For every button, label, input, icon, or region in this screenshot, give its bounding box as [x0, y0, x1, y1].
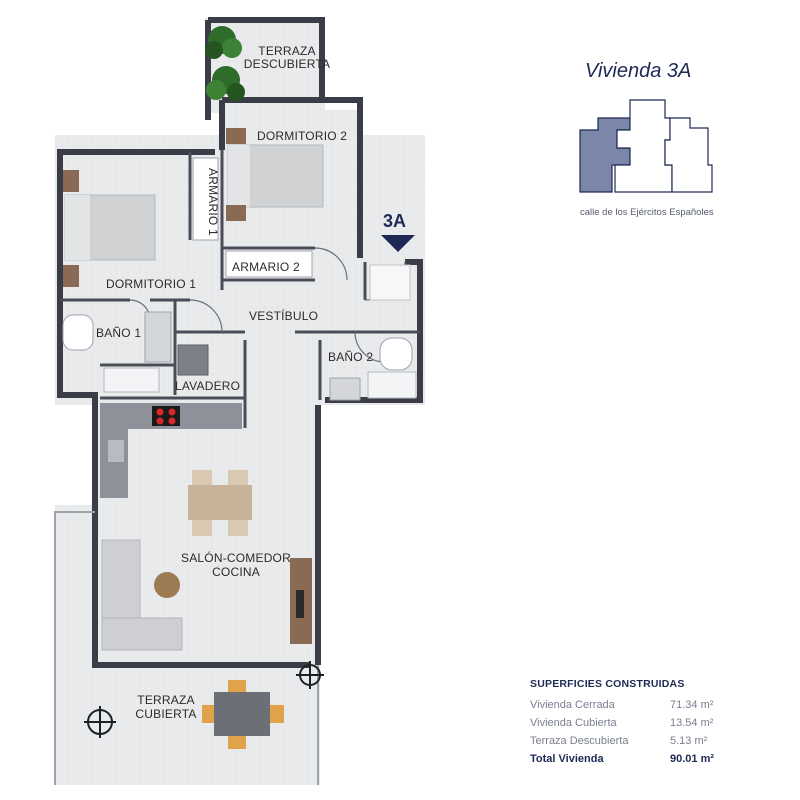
- terrace-railing: [54, 511, 319, 785]
- room-labels: TERRAZA DESCUBIERTA DORMITORIO 2 ARMARIO…: [96, 44, 373, 721]
- room-label-bano-2: BAÑO 2: [328, 350, 373, 364]
- sofa-icon: [101, 539, 183, 651]
- key-plan: [579, 99, 713, 193]
- dining-table-icon: [188, 470, 252, 536]
- area-value: 5.13 m²: [670, 735, 708, 747]
- plant-icon: [205, 26, 245, 101]
- area-label: Vivienda Cerrada: [530, 699, 615, 711]
- room-label-armario-2: ARMARIO 2: [232, 260, 300, 274]
- area-row: Vivienda Cerrada 71.34 m²: [530, 696, 720, 714]
- room-label-cocina: COCINA: [212, 565, 260, 579]
- street-label: calle de los Ejércitos Españoles: [580, 207, 714, 218]
- wardrobes: [192, 157, 313, 278]
- bed-icon: [63, 170, 156, 287]
- room-label-bano-1: BAÑO 1: [96, 326, 141, 340]
- tv-unit-icon: [290, 558, 312, 644]
- room-label-lavadero: LAVADERO: [175, 379, 240, 393]
- room-label-armario-1: ARMARIO 1: [206, 168, 220, 236]
- dining-table-icon: [202, 680, 284, 749]
- area-row: Terraza Descubierta 5.13 m²: [530, 732, 720, 750]
- area-total-label: Total Vivienda: [530, 753, 604, 765]
- room-label-terraza-descubierta-1: TERRAZA: [258, 44, 315, 58]
- area-label: Vivienda Cubierta: [530, 717, 617, 729]
- areas-heading: SUPERFICIES CONSTRUIDAS: [530, 678, 685, 690]
- area-total-row: Total Vivienda 90.01 m²: [530, 750, 720, 768]
- entrance-marker: 3A: [381, 211, 415, 252]
- area-row: Vivienda Cubierta 13.54 m²: [530, 714, 720, 732]
- room-label-terraza-cubierta-1: TERRAZA: [137, 693, 194, 707]
- area-label: Terraza Descubierta: [530, 735, 629, 747]
- bathroom-fixtures: [62, 264, 417, 401]
- area-total-value: 90.01 m²: [670, 753, 715, 765]
- areas-table: SUPERFICIES CONSTRUIDAS Vivienda Cerrada…: [530, 678, 720, 768]
- area-value: 71.34 m²: [670, 699, 714, 711]
- bed-icon: [226, 128, 324, 221]
- room-label-terraza-descubierta-2: DESCUBIERTA: [244, 57, 330, 71]
- stove-icon: [152, 406, 180, 426]
- room-label-dormitorio-1: DORMITORIO 1: [106, 277, 196, 291]
- room-label-terraza-cubierta-2: CUBIERTA: [135, 707, 196, 721]
- room-label-dormitorio-2: DORMITORIO 2: [257, 129, 347, 143]
- unit-code-label: 3A: [383, 211, 406, 231]
- partitions: [60, 150, 420, 428]
- column-icon: [84, 661, 324, 738]
- room-label-vestibulo: VESTÍBULO: [249, 308, 318, 323]
- room-label-salon-comedor: SALÓN-COMEDOR: [181, 550, 291, 565]
- unit-title: Vivienda 3A: [585, 60, 692, 82]
- area-value: 13.54 m²: [670, 717, 714, 729]
